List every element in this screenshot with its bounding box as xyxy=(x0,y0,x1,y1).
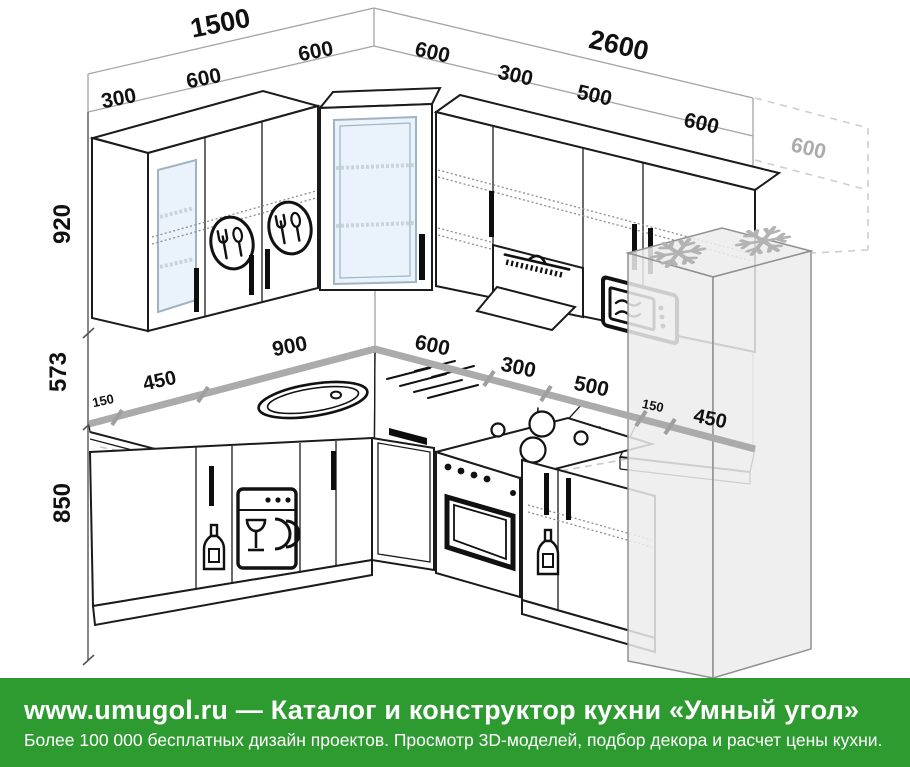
stove xyxy=(432,407,656,599)
door-handle xyxy=(331,451,336,490)
banner-subtitle: Более 100 000 бесплатных дизайн проектов… xyxy=(24,729,883,750)
dim-counter-right-0: 600 xyxy=(413,331,452,361)
door-handle xyxy=(544,473,549,515)
fridge xyxy=(625,224,814,680)
door-handle xyxy=(209,466,214,506)
counter-back-edge-left xyxy=(88,345,376,428)
glass-door xyxy=(333,115,417,286)
wall-cabinet-side-panel xyxy=(91,136,149,333)
banner-title: www.umugol.ru — Каталог и конструктор ку… xyxy=(24,694,860,725)
door-handle xyxy=(419,234,425,280)
door-handle xyxy=(265,249,270,289)
dim-wall-left-1: 600 xyxy=(184,64,223,93)
fridge-dim-band xyxy=(754,97,869,254)
dim-wall-right-0: 600 xyxy=(413,38,452,68)
dishwasher-icon xyxy=(236,487,301,570)
dim-wall-left-0: 300 xyxy=(99,84,138,113)
dim-counter-left-0: 150 xyxy=(91,391,115,410)
dish-dryer-cabinet xyxy=(475,243,584,332)
dim-counter-left-1: 450 xyxy=(141,367,178,395)
dimension-lines xyxy=(82,7,869,666)
base-corner-unit xyxy=(371,436,435,572)
door-handle xyxy=(194,268,199,312)
promo-banner: www.umugol.ru — Каталог и конструктор ку… xyxy=(0,678,910,767)
dim-wall-right-2: 500 xyxy=(575,81,614,111)
dim-right-total: 2600 xyxy=(586,24,651,66)
sink-icon xyxy=(257,380,369,420)
dim-wall-left-2: 600 xyxy=(296,37,335,66)
dim-counter-right-3: 150 xyxy=(641,396,665,415)
dim-counter-right-2: 500 xyxy=(572,372,611,402)
door-handle xyxy=(632,224,637,270)
drawer-handle xyxy=(389,428,427,445)
dim-height-wall: 920 xyxy=(49,204,76,244)
dim-counter-right-1: 300 xyxy=(499,353,538,383)
door-handle xyxy=(249,255,254,295)
dim-height-base: 850 xyxy=(49,483,76,523)
door-handle xyxy=(489,191,494,237)
counter-ticks xyxy=(110,369,677,436)
counter-back-edge-right xyxy=(374,345,756,453)
dim-counter-left-2: 900 xyxy=(270,332,309,361)
glass-door xyxy=(157,158,197,314)
dim-wall-right-1: 300 xyxy=(496,61,535,91)
plinth-left xyxy=(91,558,373,627)
dim-height-apron: 573 xyxy=(45,352,72,392)
dim-left-total: 1500 xyxy=(188,3,253,44)
door-handle xyxy=(566,478,571,520)
dim-fridge-gap: 600 xyxy=(789,134,828,164)
dish-rack-icon xyxy=(503,253,571,278)
base-cabinets-and-counter xyxy=(88,349,756,654)
kitchen-drawing: 1500 2600 300 600 600 600 300 500 600 60… xyxy=(45,3,869,680)
oven-window xyxy=(444,493,516,572)
dim-wall-right-3: 600 xyxy=(682,109,721,139)
